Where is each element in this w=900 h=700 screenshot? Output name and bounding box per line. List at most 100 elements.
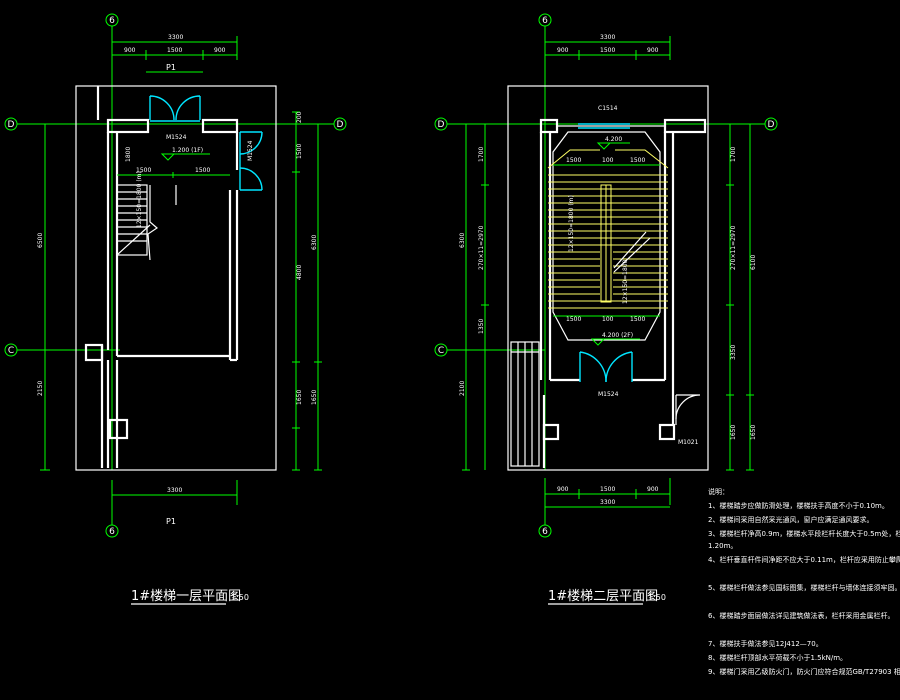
plan-1: 6 6 D D C [4, 13, 347, 605]
outer-frame-2 [507, 85, 709, 471]
left-total-dim: 6500 [37, 233, 44, 248]
mid-dim-3: 1500 [630, 157, 645, 164]
right-seg-2: 1500 [296, 144, 303, 159]
elevation-bottom-label: 4.200 (2F) [602, 332, 633, 339]
top-seg-3: 900 [214, 47, 226, 54]
outer-frame [75, 85, 277, 471]
note-line-8: 7、楼梯扶手做法参见12J412—70。 [708, 639, 823, 648]
plan-2: 6 6 D D C 3300 [434, 13, 778, 605]
notes-heading: 说明： [708, 487, 729, 496]
left-seg-2-3: 1350 [478, 319, 485, 334]
door-side-label: M1524 [247, 140, 254, 161]
window-label: C1514 [598, 105, 618, 112]
right-seg-2-1: 1700 [730, 147, 737, 162]
note-line-1: 1、楼梯踏步应做防滑处理，楼梯扶手高度不小于0.10m。 [708, 501, 889, 510]
left-lower-dim-2: 2100 [459, 381, 466, 396]
section-mark-top: P1 [166, 63, 176, 72]
left-seg-2-1: 1700 [478, 147, 485, 162]
plan-2-scale: 1:50 [648, 593, 666, 602]
right-dimensions-2: 1700 270×11=2970 3350 1650 6100 1650 [726, 123, 757, 471]
mid-dim-lower-2: 100 [602, 316, 614, 323]
note-line-10: 9、楼梯门采用乙级防火门，防火门应符合规范GB/T27903 相关要求。 [708, 667, 900, 676]
note-line-6: 5、楼梯栏杆做法参见国标图集，楼梯栏杆与墙体连接须牢固。 [708, 583, 900, 592]
door-m1524-main [149, 95, 201, 122]
top-seg-2-2: 1500 [600, 47, 615, 54]
axis-c-left-label: C [8, 346, 14, 356]
axis-d-2-right-label: D [768, 120, 775, 130]
top-seg-1: 900 [124, 47, 136, 54]
right-lower-dim: 1650 [311, 390, 318, 405]
plan-1-title: 1#楼梯一层平面图 [131, 589, 241, 604]
left-seg-2-2: 270×11=2970 [478, 225, 485, 270]
door-side-2f-label: M1021 [678, 439, 699, 446]
right-seg-4: 1650 [296, 390, 303, 405]
axis-6-bottom: 6 [105, 480, 238, 538]
top-dimensions: 3300 900 1500 900 [111, 34, 238, 60]
top-total-dim-2: 3300 [600, 34, 615, 41]
right-seg-2-3: 3350 [730, 345, 737, 360]
top-seg-2: 1500 [167, 47, 182, 54]
walls-2 [539, 118, 707, 468]
bottom-total-dim: 3300 [167, 487, 182, 494]
axis-d-right-label: D [337, 120, 344, 130]
right-dimensions: 200 1500 4800 1650 6300 1650 [292, 111, 322, 471]
door-m1021 [675, 394, 701, 425]
axis-d: D D [4, 117, 347, 131]
elevation-mark-top-2: 4.200 [596, 136, 630, 150]
right-seg-1: 200 [296, 111, 303, 123]
plan-1-scale: 1:50 [231, 593, 249, 602]
axis-c-2: C [434, 343, 545, 357]
axis-d-2-left-label: D [438, 120, 445, 130]
axis-d-left-label: D [8, 120, 15, 130]
inner-dim-3: 1800 [125, 147, 132, 162]
left-total-dim-2: 6300 [459, 233, 466, 248]
elevation-mark-bottom-2: 4.200 (2F) [590, 332, 640, 346]
inner-dim-1: 1500 [136, 167, 151, 174]
notes-block: 说明： 1、楼梯踏步应做防滑处理，楼梯扶手高度不小于0.10m。 2、楼梯间采用… [708, 487, 900, 676]
note-line-3: 3、楼梯栏杆净高0.9m，楼梯水平段栏杆长度大于0.5m处，栏杆高度为 [708, 529, 900, 538]
bottom-seg-2-2: 1500 [600, 486, 615, 493]
stair-treads-2f [547, 149, 669, 309]
bottom-seg-2-1: 900 [557, 486, 569, 493]
door-2f-label: M1524 [598, 391, 619, 398]
left-lower-dim: 2150 [37, 381, 44, 396]
right-total-dim-2: 6100 [750, 255, 757, 270]
inner-dim-2: 1500 [195, 167, 210, 174]
mid-dimensions-2: 1500 100 1500 1500 100 1500 [553, 157, 660, 323]
handrail-2f [600, 184, 651, 303]
note-line-7: 6、楼梯踏步面层做法详见建筑做法表，栏杆采用金属栏杆。 [708, 611, 894, 620]
top-total-dim: 3300 [168, 34, 183, 41]
door-m1524-2f [579, 351, 633, 383]
stair-label-1f: 12×150=1800 (m) [136, 171, 143, 228]
plan-2-title: 1#楼梯二层平面图 [548, 589, 658, 604]
stair-left-label: 12×150=1800 (m) [568, 195, 575, 252]
note-line-9: 8、楼梯栏杆顶部水平荷载不小于1.5kN/m。 [708, 653, 847, 662]
note-line-4: 1.20m。 [708, 542, 737, 550]
stair-flight-1f [116, 184, 177, 261]
note-line-2: 2、楼梯间采用自然采光通风，窗户应满足通风要求。 [708, 515, 873, 524]
external-stair-2f [510, 341, 540, 467]
axis-6-bottom-2: 6 [538, 478, 671, 538]
elevation-mark-1f: 1.200 (1F) [160, 147, 210, 161]
mid-dim-lower-3: 1500 [630, 316, 645, 323]
axis-6-top-label: 6 [109, 16, 115, 26]
right-lower-dim-2: 1650 [750, 425, 757, 440]
right-total-dim: 6300 [311, 235, 318, 250]
axis-6-top: 6 [105, 13, 119, 470]
walls [84, 86, 239, 468]
elevation-top-label: 4.200 [605, 136, 622, 143]
top-seg-2-3: 900 [647, 47, 659, 54]
note-line-5: 4、栏杆垂直杆件间净距不应大于0.11m，栏杆应采用防止攀爬的构造。 [708, 555, 900, 564]
axis-6-bottom-2-label: 6 [542, 527, 548, 537]
right-seg-3: 4800 [296, 265, 303, 280]
right-seg-2-2: 270×11=2970 [730, 225, 737, 270]
inner-dimensions: 1500 1500 1800 [117, 147, 230, 178]
left-dimensions-2: 1700 270×11=2970 1350 6300 2100 [459, 123, 489, 471]
stair-right-label: 12×150=1800 [622, 259, 629, 304]
top-dimensions-2: 3300 900 1500 900 [544, 34, 671, 60]
mid-dim-2: 100 [602, 157, 614, 164]
axis-c-2-left-label: C [438, 346, 444, 356]
elevation-1f-label: 1.200 (1F) [172, 147, 203, 154]
axis-6-top-2-label: 6 [542, 16, 548, 26]
